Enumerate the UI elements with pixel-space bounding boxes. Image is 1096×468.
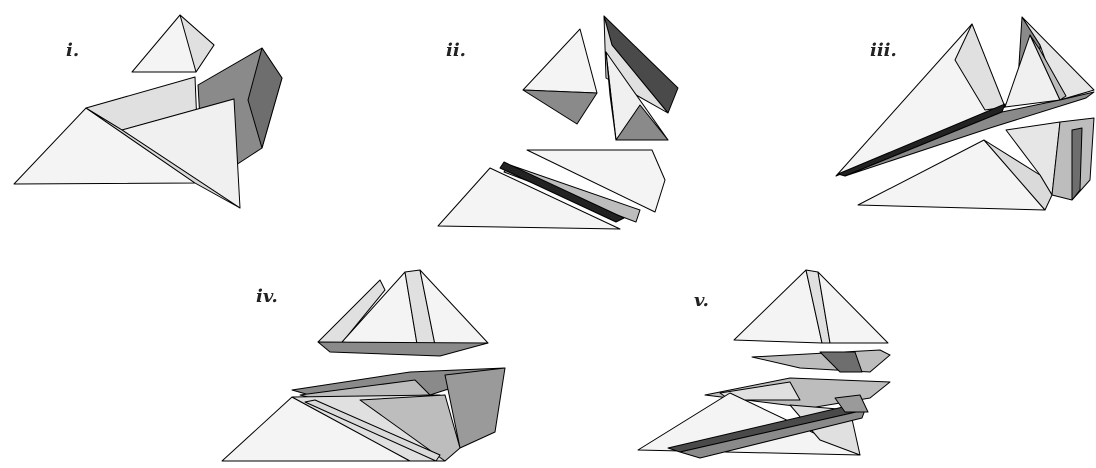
panel-label-ii: ii. [446,40,466,61]
panel-label-iv: iv. [256,286,278,307]
panel-iii-lower-cluster-dark [1072,128,1082,200]
panel-v-top-right [818,272,888,343]
panel-label-v: v. [694,290,709,311]
panel-ii-left-pyramid-face [523,29,597,93]
panel-i [14,15,282,208]
panel-label-i: i. [66,40,79,61]
panel-ii [438,16,678,229]
panel-label-iii: iii. [870,40,897,61]
panel-ii-left-pyramid-base [523,90,597,124]
panel-v [638,270,890,458]
panel-iv-upper-base [318,342,488,356]
